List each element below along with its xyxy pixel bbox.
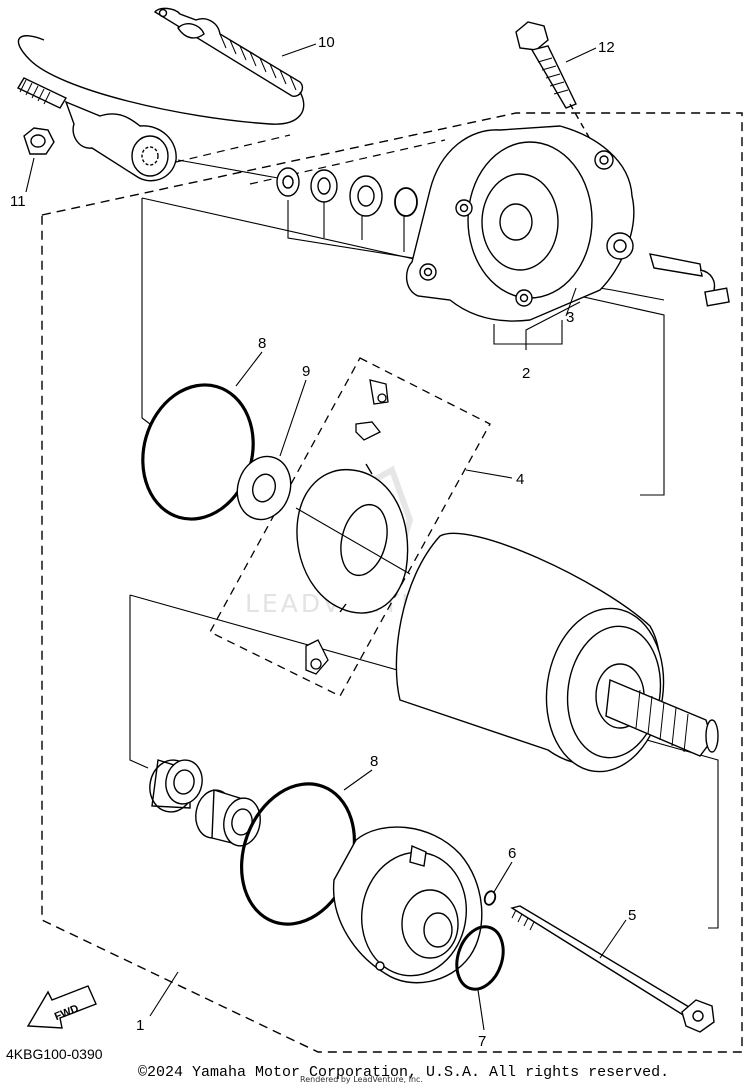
brush-plate-axis	[295, 507, 411, 575]
rendered-by-notice: Rendered by LeadVenture, Inc.	[300, 1075, 423, 1084]
part-10-lead-wire	[17, 7, 305, 125]
copyright-notice: ©2024 Yamaha Motor Corporation, U.S.A. A…	[138, 1064, 670, 1081]
assembly-outline-dashed	[41, 112, 743, 1053]
rear-cover-leaders	[129, 159, 719, 929]
callout-6: 6	[508, 845, 516, 862]
brush-kit-dashed-box	[209, 357, 491, 697]
part-11-nut	[23, 127, 55, 155]
callout-2: 2	[522, 365, 530, 382]
terminal-bolt	[17, 77, 177, 182]
callout-9: 9	[302, 363, 310, 380]
part-9-washer	[236, 455, 292, 521]
rear-cover-washers	[276, 167, 418, 217]
brush-holder-parts	[305, 379, 389, 675]
callout-5: 5	[628, 907, 636, 924]
diagram-code: 4KBG100-0390	[6, 1046, 103, 1062]
needle-bearing	[195, 789, 261, 847]
fwd-arrow-icon: FWD	[26, 985, 97, 1029]
callout-1: 1	[136, 1017, 144, 1034]
brush-plate	[296, 463, 409, 614]
callout-numbers: 1 2 3 4 5 6 7 8 8 9 10 11 12	[10, 34, 636, 1050]
callout-8-upper: 8	[258, 335, 266, 352]
armature-shaft	[605, 678, 719, 757]
callout-12: 12	[598, 39, 615, 56]
cover-dashed-link	[175, 134, 446, 185]
callout-10: 10	[318, 34, 335, 51]
callout-4: 4	[516, 471, 524, 488]
motor-yoke	[395, 532, 665, 773]
callout-leaders	[25, 43, 627, 1031]
part-7-o-ring	[455, 925, 505, 991]
callout-7: 7	[478, 1033, 486, 1050]
part-6-small-o-ring	[483, 890, 497, 906]
part-5-through-bolt	[510, 905, 715, 1033]
callout-8-lower: 8	[370, 753, 378, 770]
part-12-bolt	[515, 21, 603, 161]
callout-11: 11	[10, 193, 26, 210]
callout-3: 3	[566, 309, 574, 326]
rear-cover-housing	[405, 125, 635, 322]
front-cover	[332, 826, 483, 984]
connector-lead	[649, 253, 730, 307]
oil-seal	[149, 759, 203, 813]
